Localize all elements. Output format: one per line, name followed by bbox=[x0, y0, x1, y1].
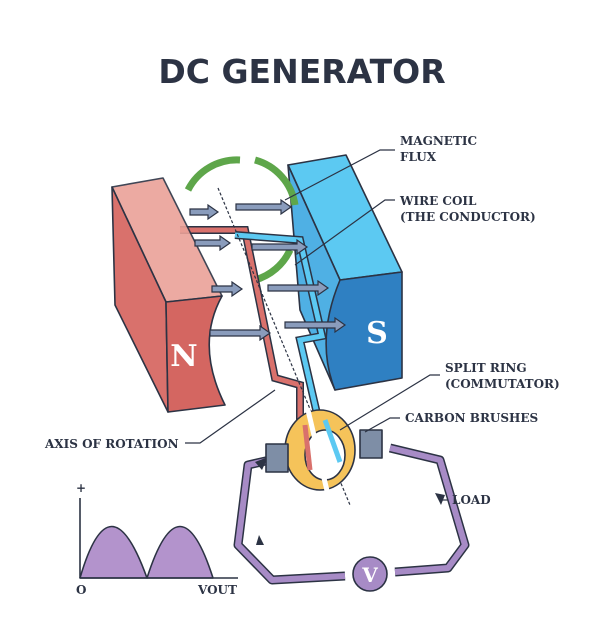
north-magnet: N bbox=[111, 177, 226, 413]
diagram-title: DC GENERATOR bbox=[158, 52, 445, 91]
output-hump-1 bbox=[79, 526, 148, 579]
north-pole-label: N bbox=[170, 339, 197, 374]
axis-of-rotation-label: AXIS OF ROTATION bbox=[44, 437, 179, 451]
graph-plus-label: + bbox=[76, 481, 86, 495]
south-pole-label: S bbox=[366, 316, 388, 351]
output-voltage-graph: + O VOUT bbox=[76, 481, 238, 597]
wire-coil-label-1: WIRE COIL bbox=[399, 194, 477, 208]
magnetic-flux-label-2: FLUX bbox=[400, 150, 437, 164]
graph-vout-label: VOUT bbox=[197, 583, 237, 597]
wire-coil bbox=[180, 226, 334, 471]
external-circuit bbox=[233, 443, 470, 585]
south-magnet: S bbox=[287, 154, 403, 391]
wire-coil-label-2: (THE CONDUCTOR) bbox=[400, 210, 536, 224]
field-arrows bbox=[189, 198, 347, 342]
graph-origin-label: O bbox=[76, 583, 86, 597]
voltmeter: V bbox=[352, 556, 388, 592]
split-ring-label-2: (COMMUTATOR) bbox=[445, 377, 560, 391]
leader-lines bbox=[185, 149, 448, 501]
output-hump-2 bbox=[146, 526, 214, 579]
carbon-brushes bbox=[265, 429, 383, 473]
split-ring-commutator bbox=[284, 409, 356, 496]
split-ring-label-1: SPLIT RING bbox=[445, 361, 527, 375]
load-label: LOAD bbox=[452, 493, 491, 507]
magnetic-flux-label-1: MAGNETIC bbox=[400, 134, 477, 148]
voltmeter-label: V bbox=[361, 563, 378, 587]
carbon-brushes-label: CARBON BRUSHES bbox=[405, 411, 538, 425]
